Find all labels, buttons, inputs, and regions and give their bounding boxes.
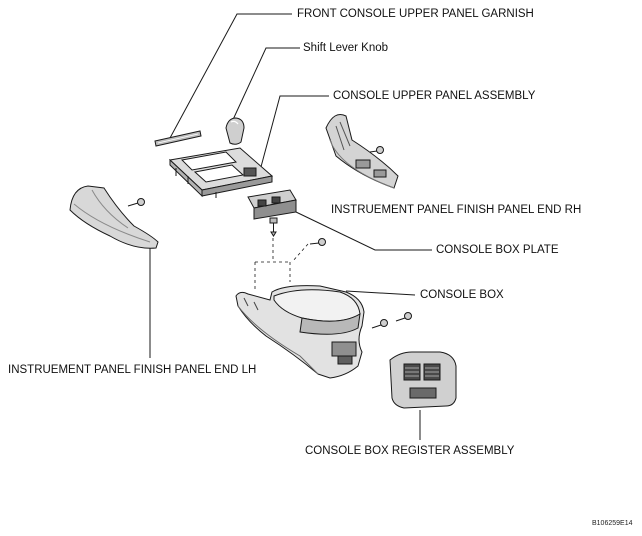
leader-console-upper-panel: [257, 95, 329, 179]
label-console-box: CONSOLE BOX: [420, 289, 504, 301]
label-front-console-upper-panel-garnish: FRONT CONSOLE UPPER PANEL GARNISH: [297, 8, 534, 20]
screw-box-2: [395, 312, 412, 322]
console-box-part: [235, 285, 365, 379]
shift-lever-knob-part: [225, 117, 245, 145]
leader-front-console-garnish: [169, 13, 292, 139]
label-finish-panel-end-lh: INSTRUEMENT PANEL FINISH PANEL END LH: [8, 364, 257, 376]
label-console-box-register-assembly: CONSOLE BOX REGISTER ASSEMBLY: [305, 445, 515, 457]
figure-code: B106259E14: [592, 520, 633, 527]
label-console-upper-panel-assembly: CONSOLE UPPER PANEL ASSEMBLY: [333, 90, 536, 102]
clip-fastener: [269, 217, 278, 237]
screw-rh: [369, 146, 384, 154]
front-console-upper-panel-garnish-part: [154, 130, 202, 147]
screw-lh: [127, 198, 145, 207]
screw-mid: [309, 238, 326, 246]
console-upper-panel-assembly-part: [168, 147, 274, 198]
screw-box-1: [371, 319, 388, 329]
finish-panel-end-rh-part: [325, 114, 399, 189]
leader-console-box: [345, 290, 416, 296]
label-shift-lever-knob: Shift Lever Knob: [303, 42, 389, 54]
console-box-plate-part: [247, 189, 297, 220]
label-finish-panel-end-rh: INSTRUEMENT PANEL FINISH PANEL END RH: [331, 204, 582, 216]
finish-panel-end-lh-part: [69, 185, 159, 249]
leader-shift-lever-knob: [230, 47, 300, 125]
label-console-box-plate: CONSOLE BOX PLATE: [436, 244, 559, 256]
leader-console-box-plate: [295, 211, 432, 251]
console-box-register-assembly-part: [389, 351, 457, 409]
